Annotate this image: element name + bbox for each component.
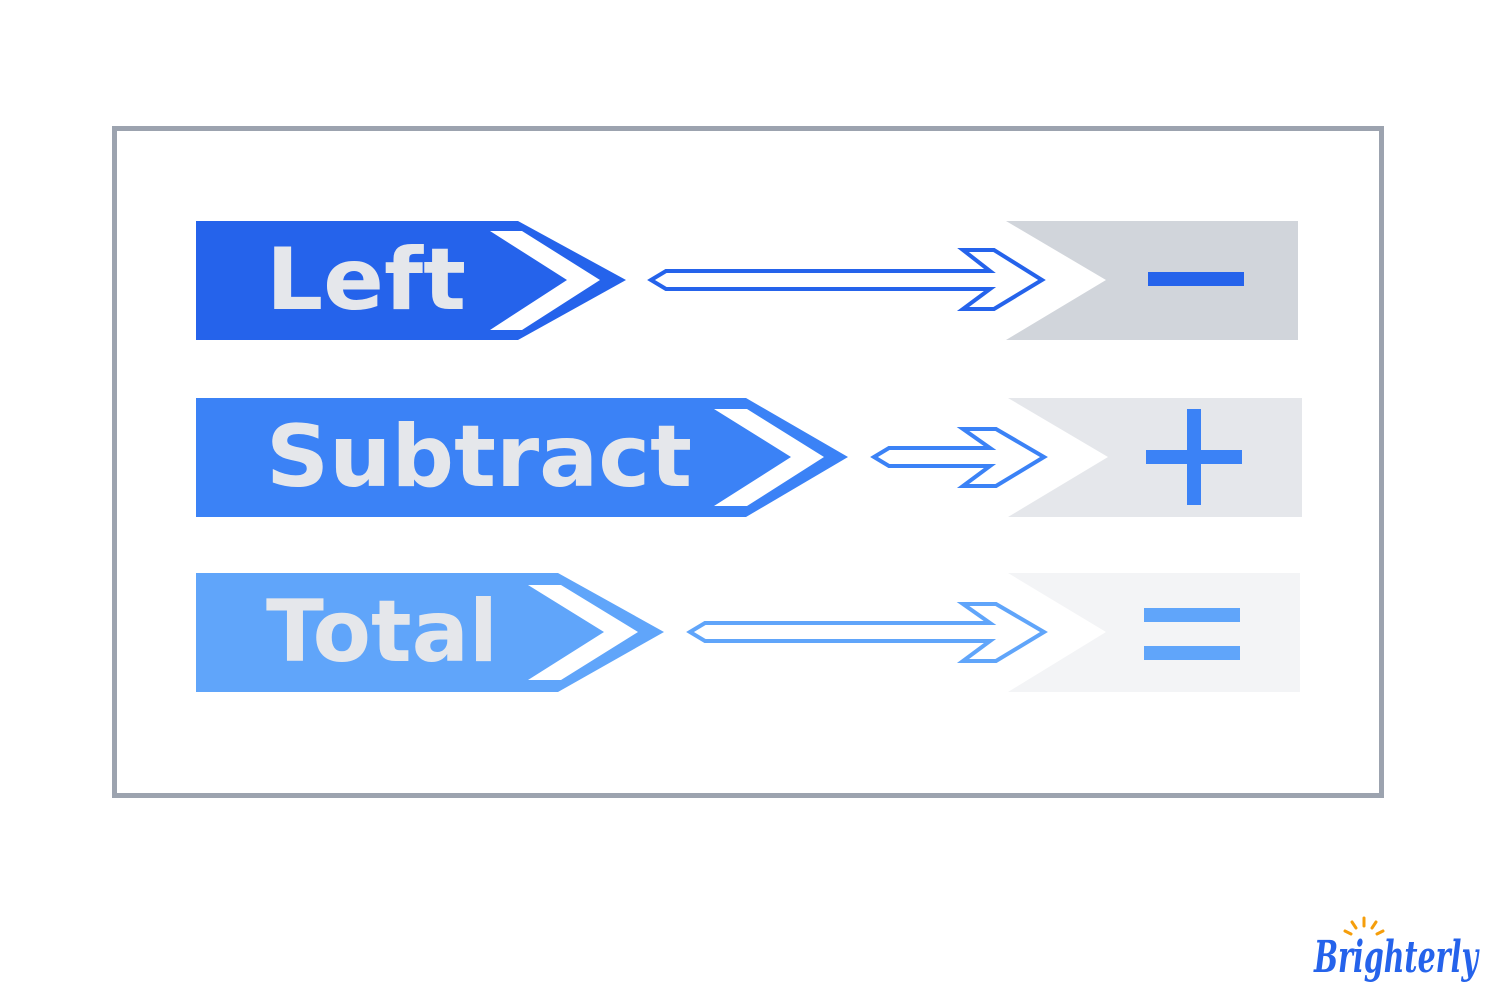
total-arrow-banner [196,573,664,692]
brand-wordmark: Brighterly [1313,932,1481,983]
subtract-chevron [714,409,824,506]
total-connector-arrow [686,602,1048,663]
left-connector-arrow [647,248,1046,311]
minus-icon [1148,272,1244,286]
brighterly-logo: Brighterly [1313,916,1481,983]
equals-icon [1144,608,1240,660]
row-left: Left [196,221,1298,340]
left-label: Left [266,230,466,330]
left-chevron [490,231,600,330]
row-subtract: Subtract [196,398,1302,517]
subtract-connector-arrow [870,427,1048,488]
row-total: Total [196,573,1300,692]
equals-panel [1008,573,1300,692]
total-label: Total [266,582,498,682]
subtract-label: Subtract [266,407,692,507]
subtract-arrow-banner [196,398,848,517]
total-chevron [528,585,638,680]
sun-icon [1343,916,1385,936]
left-arrow-banner [196,221,626,340]
plus-icon [1146,409,1242,505]
